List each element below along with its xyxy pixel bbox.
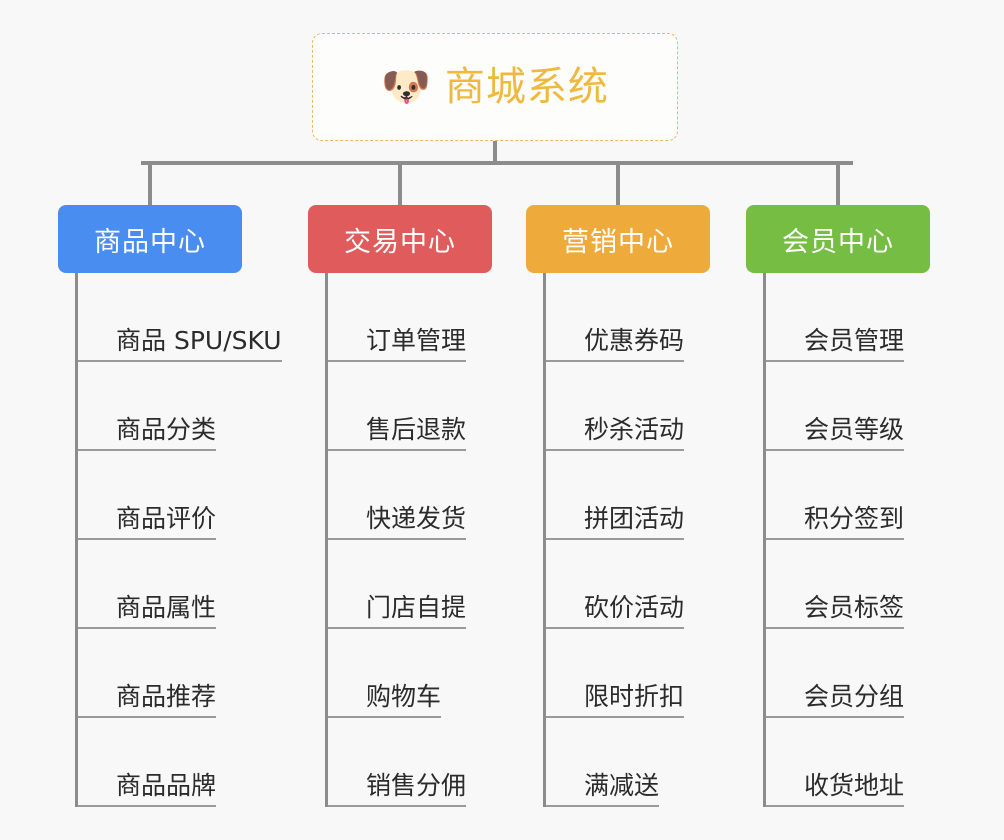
leaf-trunk-line: [543, 273, 546, 807]
leaf-item-label: 商品推荐: [116, 682, 217, 712]
leaf-item[interactable]: 限时折扣: [546, 629, 685, 718]
leaf-item-label: 商品分类: [116, 415, 217, 445]
leaf-item-label: 会员管理: [804, 326, 905, 356]
leaf-item[interactable]: 拼团活动: [546, 451, 685, 540]
leaf-item-label: 订单管理: [366, 326, 467, 356]
category-label: 会员中心: [782, 226, 894, 258]
leaf-item[interactable]: 优惠券码: [546, 273, 685, 362]
leaf-item-label: 满减送: [584, 771, 660, 801]
leaf-item[interactable]: 会员管理: [766, 273, 905, 362]
leaf-item-label: 商品属性: [116, 593, 217, 623]
leaf-item[interactable]: 会员分组: [766, 629, 905, 718]
connector-drop-4: [836, 161, 840, 205]
leaf-item-label: 限时折扣: [584, 682, 685, 712]
leaf-item[interactable]: 购物车: [328, 629, 442, 718]
leaf-trunk-line: [763, 273, 766, 807]
category-label: 交易中心: [344, 226, 456, 258]
category-box-3[interactable]: 营销中心: [526, 205, 710, 273]
category-label: 营销中心: [562, 226, 674, 258]
leaf-item-label: 秒杀活动: [584, 415, 685, 445]
leaf-item-label: 会员等级: [804, 415, 905, 445]
leaf-item-label: 售后退款: [366, 415, 467, 445]
leaf-item[interactable]: 会员标签: [766, 540, 905, 629]
leaf-item[interactable]: 销售分佣: [328, 718, 467, 807]
leaf-item-label: 砍价活动: [584, 593, 685, 623]
leaf-column-4: 会员管理会员等级积分签到会员标签会员分组收货地址: [763, 273, 905, 807]
leaf-item-label: 门店自提: [366, 593, 467, 623]
leaf-item[interactable]: 积分签到: [766, 451, 905, 540]
root-node[interactable]: 🐶 商城系统: [312, 33, 678, 141]
category-box-4[interactable]: 会员中心: [746, 205, 930, 273]
connector-drop-1: [148, 161, 152, 205]
leaf-item[interactable]: 商品分类: [78, 362, 217, 451]
leaf-item[interactable]: 秒杀活动: [546, 362, 685, 451]
leaf-item[interactable]: 会员等级: [766, 362, 905, 451]
leaf-column-2: 订单管理售后退款快递发货门店自提购物车销售分佣: [325, 273, 467, 807]
leaf-item-label: 商品 SPU/SKU: [116, 326, 282, 356]
leaf-item[interactable]: 售后退款: [328, 362, 467, 451]
leaf-item[interactable]: 门店自提: [328, 540, 467, 629]
leaf-item-label: 优惠券码: [584, 326, 685, 356]
leaf-item[interactable]: 满减送: [546, 718, 660, 807]
leaf-item-label: 商品品牌: [116, 771, 217, 801]
category-label: 商品中心: [94, 226, 206, 258]
category-box-2[interactable]: 交易中心: [308, 205, 492, 273]
category-box-1[interactable]: 商品中心: [58, 205, 242, 273]
leaf-item-label: 购物车: [366, 682, 442, 712]
leaf-item[interactable]: 收货地址: [766, 718, 905, 807]
leaf-item-label: 快递发货: [366, 504, 467, 534]
leaf-item-label: 积分签到: [804, 504, 905, 534]
connector-drop-2: [398, 161, 402, 205]
leaf-item[interactable]: 商品评价: [78, 451, 217, 540]
leaf-item-label: 销售分佣: [366, 771, 467, 801]
leaf-item[interactable]: 商品 SPU/SKU: [78, 273, 282, 362]
leaf-item[interactable]: 订单管理: [328, 273, 467, 362]
leaf-item[interactable]: 砍价活动: [546, 540, 685, 629]
leaf-column-3: 优惠券码秒杀活动拼团活动砍价活动限时折扣满减送: [543, 273, 685, 807]
leaf-item-label: 会员标签: [804, 593, 905, 623]
leaf-item[interactable]: 商品属性: [78, 540, 217, 629]
connector-drop-3: [616, 161, 620, 205]
leaf-item[interactable]: 商品品牌: [78, 718, 217, 807]
leaf-item[interactable]: 商品推荐: [78, 629, 217, 718]
leaf-item[interactable]: 快递发货: [328, 451, 467, 540]
shiba-dog-face-icon: 🐶: [381, 64, 431, 110]
leaf-item-label: 会员分组: [804, 682, 905, 712]
leaf-column-1: 商品 SPU/SKU 商品分类商品评价商品属性商品推荐商品品牌: [75, 273, 282, 807]
leaf-item-label: 商品评价: [116, 504, 217, 534]
leaf-trunk-line: [325, 273, 328, 807]
leaf-item-label: 收货地址: [804, 771, 905, 801]
root-connector-stem: [493, 141, 497, 163]
root-node-title: 商城系统: [444, 64, 609, 110]
leaf-item-label: 拼团活动: [584, 504, 685, 534]
leaf-trunk-line: [75, 273, 78, 807]
root-connector-bus: [141, 161, 853, 165]
